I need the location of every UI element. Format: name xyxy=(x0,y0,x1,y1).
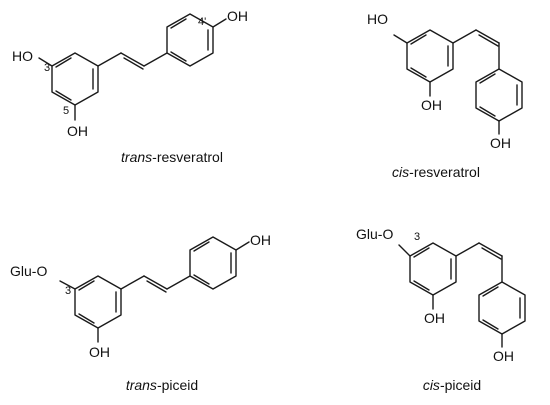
ring-b xyxy=(189,236,237,290)
bond-glu-o xyxy=(59,280,76,290)
label-ho: HO xyxy=(367,11,388,27)
label-oh-5: OH xyxy=(67,123,88,139)
label-oh-4prime: OH xyxy=(227,8,248,24)
bond-oh-3 xyxy=(38,57,53,67)
ring-a xyxy=(406,29,454,83)
label-position-5: 5 xyxy=(63,105,69,117)
ring-b xyxy=(478,281,526,335)
label-oh-bottom: OH xyxy=(493,348,514,364)
label-position-3: 3 xyxy=(65,285,71,297)
label-glu-o: Glu-O xyxy=(356,226,393,242)
structure-trans-resveratrol: OH 4' HO 3 5 OH trans-resveratrol xyxy=(12,8,248,165)
caption-trans-piceid: trans-piceid xyxy=(126,377,198,393)
bond-ho xyxy=(393,34,408,44)
structure-cis-resveratrol: HO OH OH cis-resveratrol xyxy=(367,11,523,180)
label-position-3: 3 xyxy=(44,62,50,74)
vinyl-bridge-trans xyxy=(120,275,191,293)
label-ho-3: HO xyxy=(12,48,33,64)
caption-trans-resveratrol: trans-resveratrol xyxy=(121,149,223,165)
caption-cis-resveratrol: cis-resveratrol xyxy=(392,164,480,180)
label-oh-bottom: OH xyxy=(89,344,110,360)
label-oh-bottom: OH xyxy=(490,135,511,151)
label-oh-mid: OH xyxy=(424,310,445,326)
ring-a xyxy=(74,275,122,329)
bond-oh-top xyxy=(235,241,250,251)
vinyl-bridge-trans xyxy=(97,52,168,70)
structure-cis-piceid: Glu-O 3 OH OH cis-piceid xyxy=(356,226,526,393)
label-oh-top: OH xyxy=(250,232,271,248)
label-oh-mid: OH xyxy=(421,97,442,113)
vinyl-bridge-cis xyxy=(452,29,500,70)
ring-b xyxy=(475,68,523,122)
ring-a xyxy=(409,242,457,296)
bond-glu-o xyxy=(398,244,411,257)
caption-cis-piceid: cis-piceid xyxy=(423,377,481,393)
vinyl-bridge-cis xyxy=(455,242,503,283)
structure-trans-piceid: OH Glu-O 3 OH trans-piceid xyxy=(10,232,271,393)
bond-oh-4prime xyxy=(212,18,227,28)
label-glu-o: Glu-O xyxy=(10,263,47,279)
ring-a xyxy=(51,52,99,106)
label-position-3: 3 xyxy=(414,231,420,243)
label-position-4prime: 4' xyxy=(198,16,206,28)
